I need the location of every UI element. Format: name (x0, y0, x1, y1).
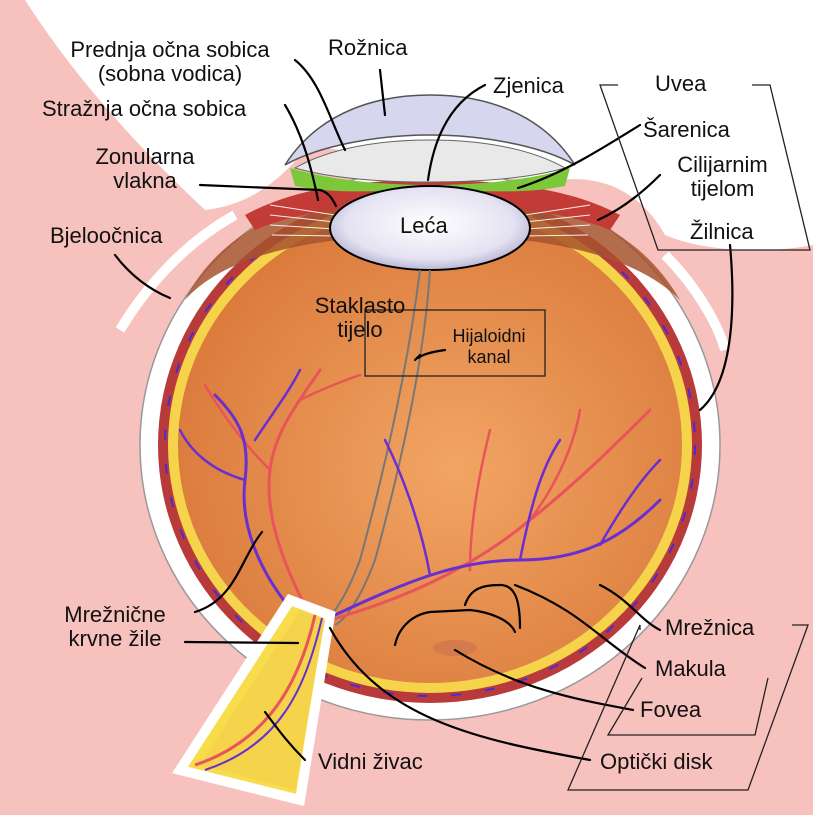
label-hyaloid-canal: Hijaloidni kanal (444, 326, 534, 368)
label-sclera: Bjeloočnica (50, 224, 163, 248)
label-fovea: Fovea (640, 698, 701, 722)
label-choroid: Žilnica (690, 220, 754, 244)
label-zonular-line2: vlakna (70, 169, 220, 193)
label-zonular-fibers: Zonularna vlakna (70, 145, 220, 193)
label-posterior-chamber: Stražnja očna sobica (42, 97, 246, 121)
label-anterior-chamber-line1: Prednja očna sobica (45, 38, 295, 62)
label-anterior-chamber: Prednja očna sobica (sobna vodica) (45, 38, 295, 86)
label-anterior-chamber-line2: (sobna vodica) (45, 62, 295, 86)
label-hyaloid-line1: Hijaloidni (444, 326, 534, 347)
label-retinal-vessels: Mrežnične krvne žile (45, 603, 185, 651)
label-cornea: Rožnica (328, 36, 407, 60)
label-ciliary-line2: tijelom (660, 177, 785, 201)
macula (433, 640, 477, 656)
label-retinal-vessels-line1: Mrežnične (45, 603, 185, 627)
label-ciliary-body: Cilijarnim tijelom (660, 153, 785, 201)
label-retinal-vessels-line2: krvne žile (45, 627, 185, 651)
label-retina: Mrežnica (665, 616, 754, 640)
label-zonular-line1: Zonularna (70, 145, 220, 169)
label-hyaloid-line2: kanal (444, 347, 534, 368)
label-lens: Leća (400, 214, 448, 238)
label-iris: Šarenica (643, 118, 730, 142)
label-optic-nerve: Vidni živac (318, 750, 423, 774)
label-ciliary-line1: Cilijarnim (660, 153, 785, 177)
label-macula: Makula (655, 657, 726, 681)
label-vitreous-line1: Staklasto (305, 294, 415, 318)
label-optic-disc: Optički disk (600, 750, 712, 774)
label-vitreous-body: Staklasto tijelo (305, 294, 415, 342)
label-pupil: Zjenica (493, 74, 564, 98)
label-vitreous-line2: tijelo (305, 318, 415, 342)
label-uvea: Uvea (655, 72, 706, 96)
